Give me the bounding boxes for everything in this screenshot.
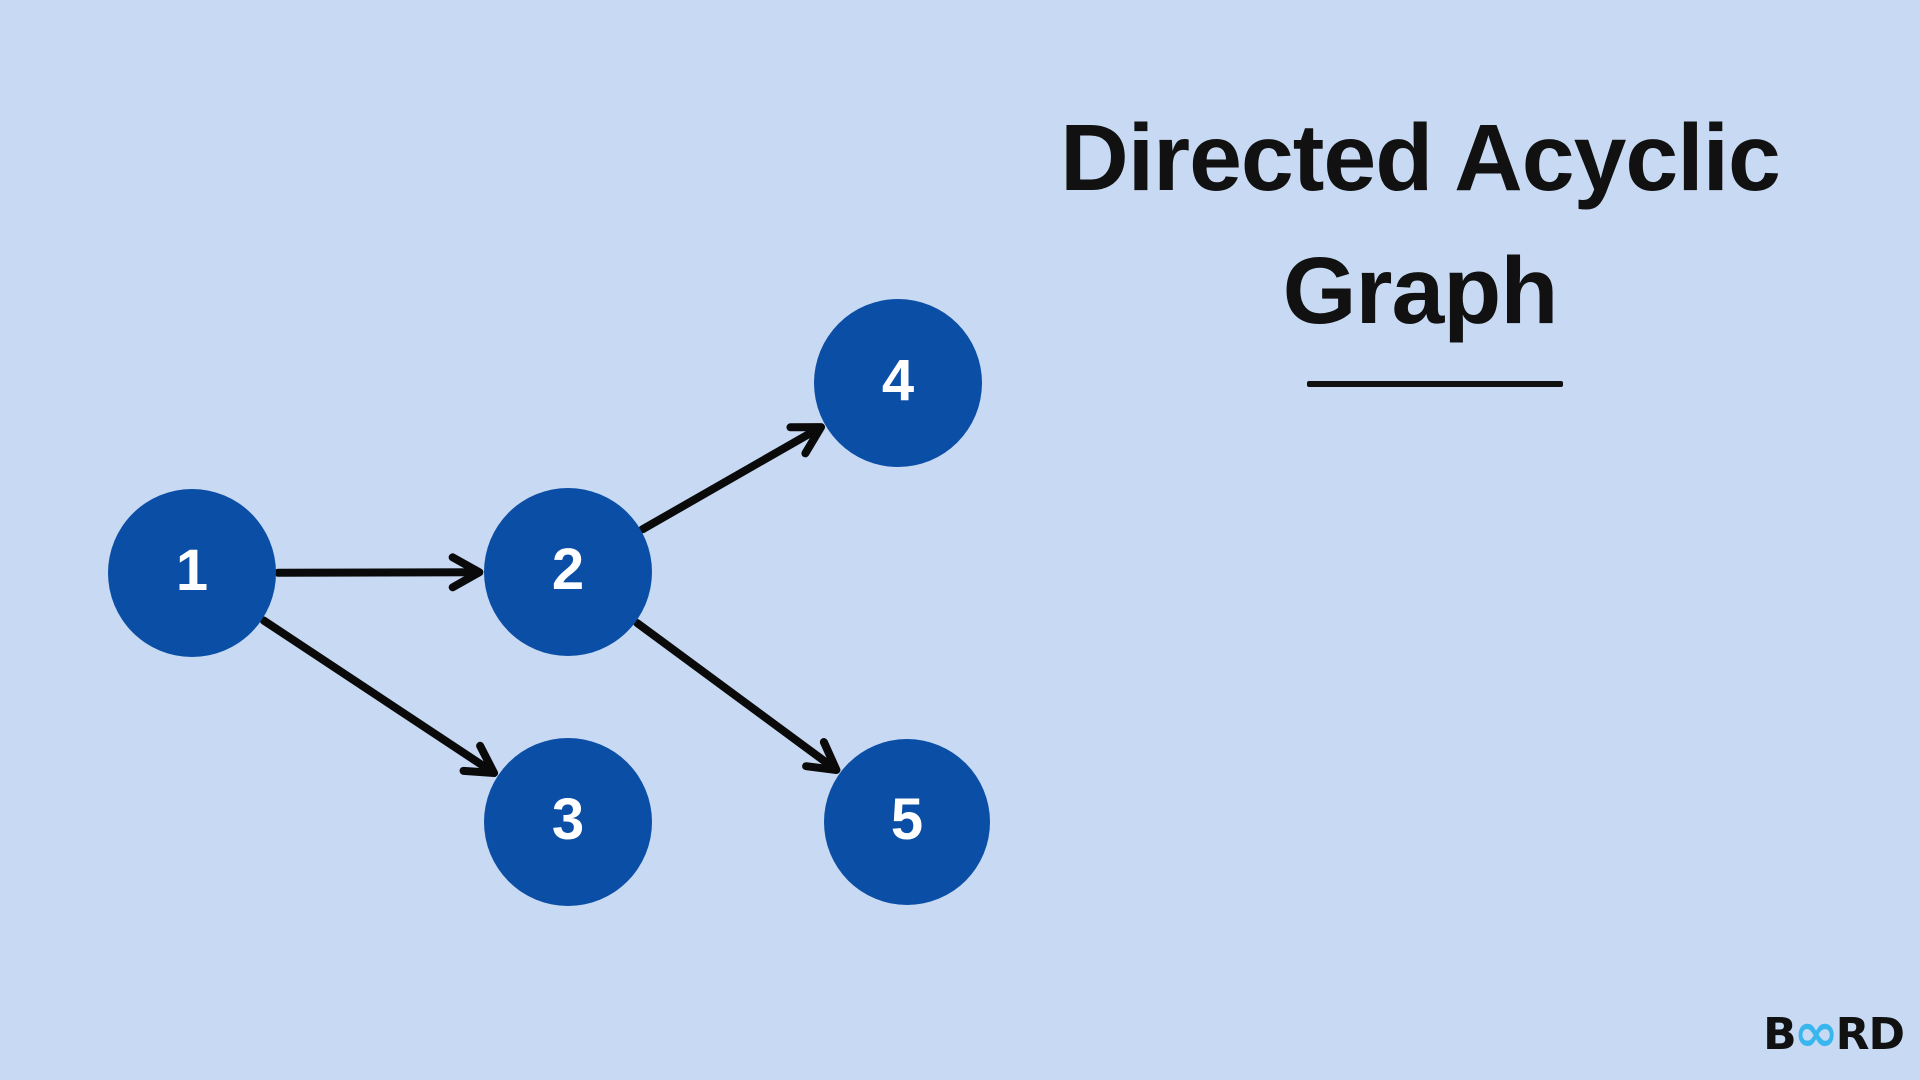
logo-text-left: B bbox=[1763, 1009, 1797, 1060]
board-infinity-logo: B ∞ RD bbox=[1763, 1001, 1905, 1064]
graph-node-3: 3 bbox=[484, 738, 652, 906]
graph-node-4: 4 bbox=[814, 299, 982, 467]
graph-node-label: 4 bbox=[881, 348, 915, 413]
infinity-icon: ∞ bbox=[1793, 1001, 1839, 1064]
edge-1-to-3 bbox=[259, 616, 499, 778]
graph-node-1: 1 bbox=[108, 489, 276, 657]
edge-2-to-5 bbox=[633, 619, 841, 774]
page-title: Directed Acyclic Graph bbox=[1010, 92, 1830, 358]
page-title-line1: Directed Acyclic bbox=[1060, 105, 1781, 211]
graph-node-5: 5 bbox=[824, 739, 990, 905]
edge-2-to-4 bbox=[638, 423, 826, 534]
edge-1-to-2 bbox=[273, 553, 484, 592]
logo-text-right: RD bbox=[1835, 1009, 1905, 1060]
graph-node-label: 5 bbox=[890, 787, 924, 852]
graph-node-label: 2 bbox=[551, 537, 585, 602]
title-underline bbox=[1307, 381, 1563, 387]
graph-node-label: 1 bbox=[175, 538, 209, 603]
graph-node-2: 2 bbox=[484, 488, 652, 656]
page-title-line2: Graph bbox=[1282, 238, 1559, 344]
graph-node-label: 3 bbox=[551, 787, 585, 852]
